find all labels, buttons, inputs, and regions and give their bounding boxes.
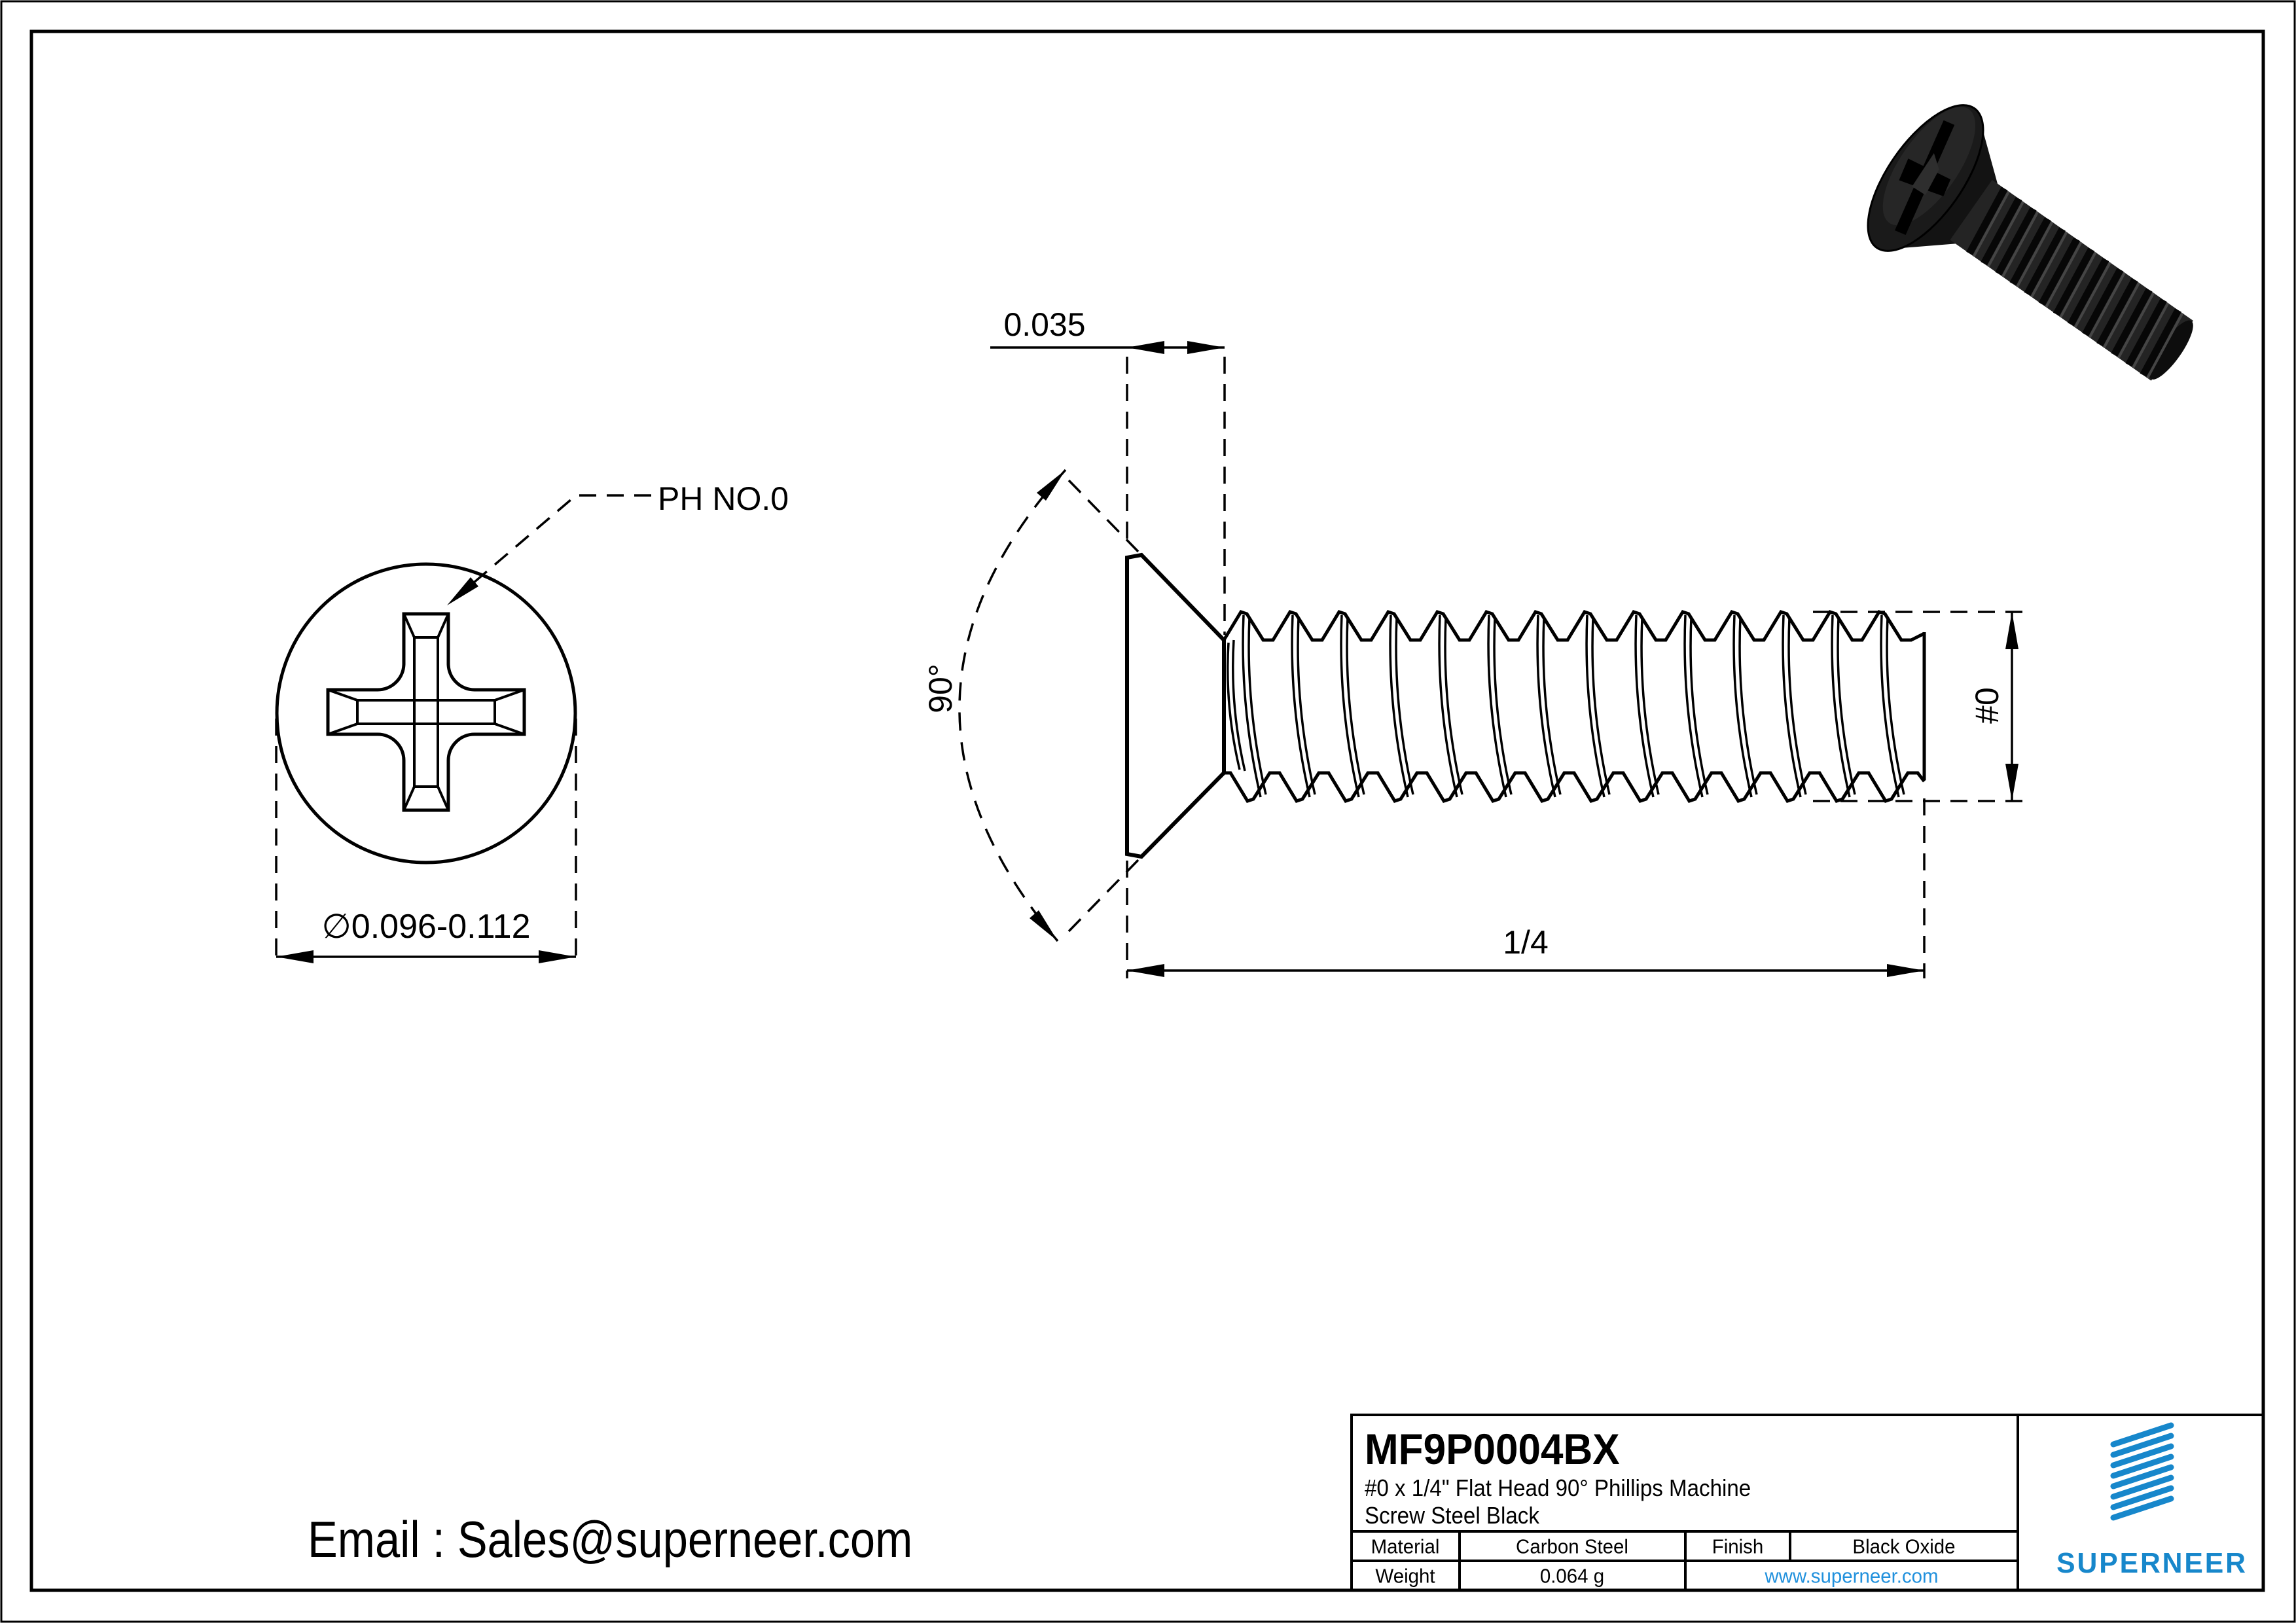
angle-arrow-top — [1037, 470, 1066, 501]
weight-label: Weight — [1375, 1564, 1435, 1588]
material-value: Carbon Steel — [1516, 1535, 1628, 1558]
thread-size-arrow-top — [2005, 612, 2018, 649]
screw-3d-render — [1867, 104, 2193, 381]
superneer-logo-icon — [2110, 1422, 2174, 1521]
length-dim-text: 1/4 — [1503, 924, 1549, 961]
recess-label: PH NO.0 — [658, 480, 789, 517]
length-arrow-right — [1887, 964, 1924, 977]
thread-size-dim-text: #0 — [1969, 687, 2005, 724]
recess-leader-line — [446, 494, 651, 607]
thread-size-extension-lines — [1813, 611, 2028, 802]
finish-value: Black Oxide — [1852, 1535, 1956, 1558]
head-height-extension-lines — [1126, 357, 1226, 635]
material-label: Material — [1371, 1535, 1440, 1558]
screw-tip — [2149, 320, 2193, 380]
recess-leader-arrow — [447, 577, 478, 605]
head-height-dim-text: 0.035 — [1003, 306, 1086, 343]
head-outline — [1125, 552, 1226, 859]
length-extension-lines — [1126, 798, 1926, 978]
diameter-dim-text: ∅0.096-0.112 — [321, 908, 531, 946]
angle-dim-text: 90° — [922, 664, 959, 713]
contact-email: Email : Sales@superneer.com — [308, 1510, 913, 1568]
angle-arrow-bottom — [1030, 910, 1058, 941]
screw-phillips-recess — [1895, 120, 1955, 236]
side-view — [958, 341, 2028, 978]
head-height-arrow-right — [1187, 341, 1225, 354]
top-view — [275, 494, 651, 963]
title-block-grid — [1350, 1414, 2265, 1592]
brand-wordmark: SUPERNEER — [2056, 1547, 2248, 1579]
length-arrow-left — [1127, 964, 1164, 977]
thread-top-profile — [1222, 609, 1926, 642]
weight-value: 0.064 g — [1539, 1564, 1605, 1588]
screw-thread-ridges-dark — [1966, 187, 2181, 377]
description-line1: #0 x 1/4" Flat Head 90° Phillips Machine — [1365, 1474, 1751, 1501]
diameter-extension-lines — [275, 719, 577, 963]
thread-flank-lines-b — [1227, 617, 1905, 795]
angle-extension-lines — [1067, 479, 1143, 933]
head-circle — [275, 562, 577, 865]
head-height-arrow-left — [1127, 341, 1164, 354]
diameter-arrow-right — [539, 950, 576, 963]
thread-flank-lines-a — [1242, 615, 1900, 798]
description-line2: Screw Steel Black — [1365, 1502, 1539, 1529]
thread-bottom-profile — [1224, 771, 1926, 804]
website-link[interactable]: www.superneer.com — [1765, 1564, 1939, 1588]
screw-thread-ridges-light — [1972, 190, 2184, 379]
diameter-arrow-left — [276, 950, 314, 963]
thread-size-arrow-bottom — [2005, 764, 2018, 801]
finish-label: Finish — [1712, 1535, 1764, 1558]
phillips-cross-bevels — [327, 613, 525, 811]
part-number: MF9P0004BX — [1365, 1425, 1620, 1473]
angle-arc — [958, 469, 1067, 942]
